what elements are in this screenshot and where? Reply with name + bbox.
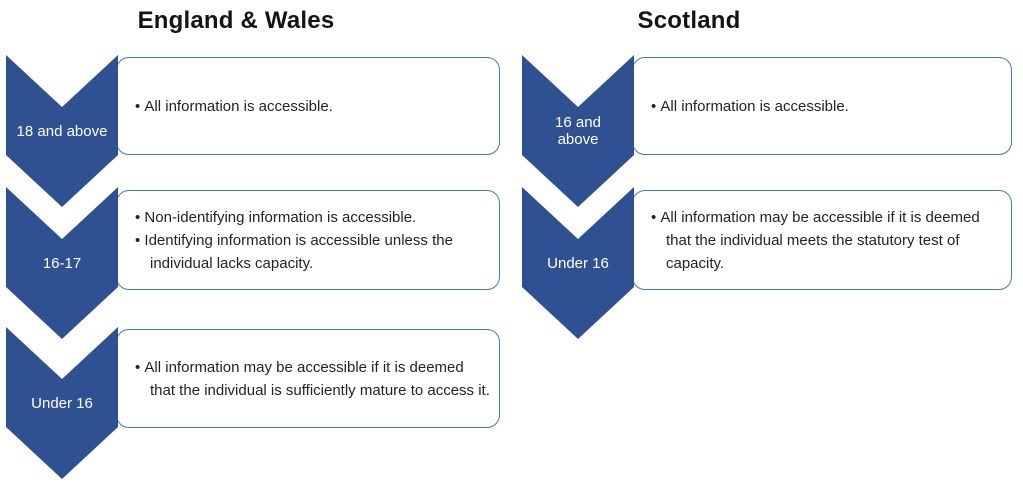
- down-chevron-icon: [522, 187, 634, 339]
- age-chevron-sc-16-and-above: 16 and above: [522, 55, 634, 207]
- age-chevron-ew-18-and-above: 18 and above: [6, 55, 118, 207]
- bullet-list: All information is accessible.: [633, 93, 857, 120]
- down-chevron-icon: [6, 187, 118, 339]
- down-chevron-icon: [522, 55, 634, 207]
- info-box-ew-16-17: Non-identifying information is accessibl…: [116, 190, 500, 290]
- info-box-ew-18-and-above: All information is accessible.: [116, 57, 500, 155]
- age-label-text: 16 and above: [555, 114, 601, 148]
- bullet-item: All information may be accessible if it …: [651, 206, 1003, 275]
- age-chevron-ew-16-17: 16-17: [6, 187, 118, 339]
- bullet-list: All information may be accessible if it …: [117, 354, 499, 404]
- age-label: 16 and above: [522, 107, 634, 155]
- bullet-item: Non-identifying information is accessibl…: [135, 206, 491, 229]
- down-chevron-icon: [6, 55, 118, 207]
- info-box-sc-16-and-above: All information is accessible.: [632, 57, 1012, 155]
- age-chevron-ew-under-16: Under 16: [6, 327, 118, 479]
- info-box-sc-under-16: All information may be accessible if it …: [632, 190, 1012, 290]
- bullet-list: Non-identifying information is accessibl…: [117, 204, 499, 277]
- bullet-item: All information is accessible.: [651, 95, 848, 118]
- bullet-list: All information may be accessible if it …: [633, 204, 1011, 277]
- bullet-item: Identifying information is accessible un…: [135, 229, 491, 275]
- info-box-ew-under-16: All information may be accessible if it …: [116, 329, 500, 428]
- bullet-item: All information may be accessible if it …: [135, 356, 491, 402]
- column-title-scotland: Scotland: [637, 7, 741, 34]
- age-label: 16-17: [42, 254, 82, 272]
- age-label: Under 16: [547, 254, 609, 272]
- column-title-england-wales: England & Wales: [137, 7, 335, 34]
- down-chevron-icon: [6, 327, 118, 479]
- bullet-list: All information is accessible.: [117, 93, 341, 120]
- bullet-item: All information is accessible.: [135, 95, 332, 118]
- age-label: Under 16: [31, 394, 93, 412]
- age-chevron-sc-under-16: Under 16: [522, 187, 634, 339]
- age-label: 18 and above: [16, 122, 108, 140]
